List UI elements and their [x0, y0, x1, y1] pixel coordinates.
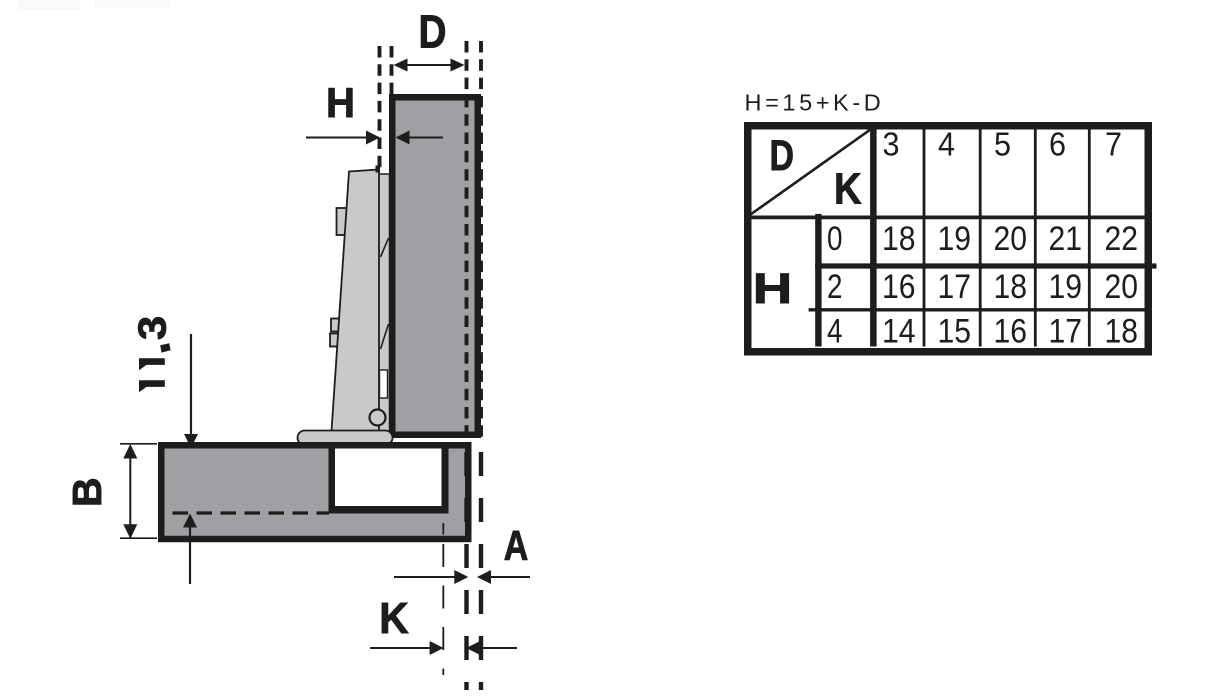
- svg-text:21: 21: [1049, 220, 1083, 258]
- svg-text:17: 17: [938, 268, 972, 306]
- svg-text:D: D: [419, 6, 447, 58]
- svg-text:19: 19: [938, 220, 972, 258]
- svg-text:16: 16: [994, 313, 1028, 351]
- svg-text:3: 3: [883, 126, 900, 163]
- svg-text:H: H: [753, 265, 792, 312]
- svg-text:B: B: [64, 477, 110, 507]
- svg-text:6: 6: [1049, 126, 1066, 163]
- svg-text:14: 14: [882, 313, 916, 351]
- svg-text:18: 18: [882, 220, 916, 258]
- svg-text:18: 18: [994, 268, 1028, 306]
- svg-text:D: D: [770, 132, 795, 180]
- svg-text:20: 20: [994, 220, 1028, 258]
- svg-text:16: 16: [882, 268, 916, 306]
- svg-text:3: 3: [131, 316, 174, 340]
- svg-text:0: 0: [827, 220, 843, 258]
- svg-text:K: K: [379, 594, 409, 643]
- svg-text:18: 18: [1105, 313, 1139, 351]
- svg-text:22: 22: [1105, 220, 1139, 258]
- svg-text:15: 15: [938, 313, 972, 351]
- svg-text:20: 20: [1105, 268, 1139, 306]
- svg-text:2: 2: [827, 268, 843, 306]
- svg-text:A: A: [504, 522, 529, 569]
- svg-text:19: 19: [1049, 268, 1083, 306]
- svg-text:4: 4: [938, 126, 955, 163]
- svg-text:K: K: [834, 165, 862, 214]
- svg-text:H: H: [326, 79, 355, 126]
- svg-text:17: 17: [1049, 313, 1083, 351]
- svg-text:4: 4: [827, 313, 843, 351]
- svg-text:5: 5: [994, 126, 1011, 163]
- svg-text:H=15+K-D: H=15+K-D: [745, 90, 885, 116]
- svg-text:7: 7: [1105, 126, 1122, 163]
